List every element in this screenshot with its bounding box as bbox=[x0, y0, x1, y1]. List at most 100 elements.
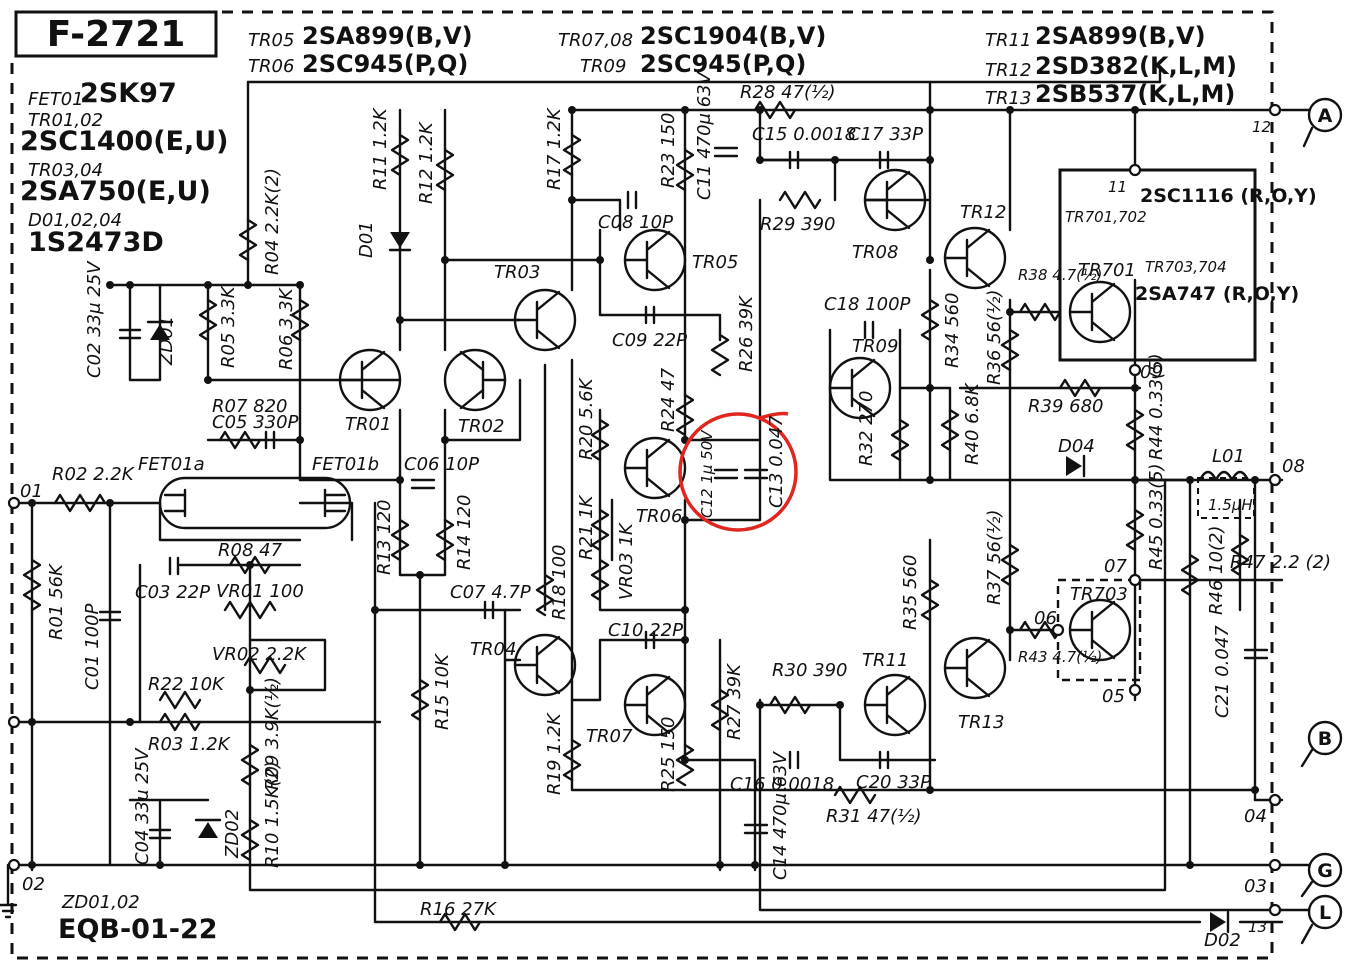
lbl-r18: R18 100 bbox=[549, 545, 570, 621]
pl-tr11-val: 2SA899(B,V) bbox=[1035, 22, 1206, 50]
lbl-r10: R10 1.5K(2) bbox=[262, 761, 283, 868]
c03-symbol bbox=[168, 556, 180, 576]
r18-symbol bbox=[535, 573, 555, 617]
r16-symbol bbox=[438, 912, 482, 932]
c02-symbol bbox=[118, 328, 142, 340]
r30-symbol bbox=[768, 695, 812, 715]
pl-tr0102-ref: TR01,02 bbox=[28, 110, 103, 131]
lbl-r25: R25 150 bbox=[658, 717, 679, 793]
lbl-r21: R21 1K bbox=[576, 494, 597, 560]
r10-symbol bbox=[240, 818, 260, 862]
c12-symbol bbox=[713, 468, 739, 480]
lbl-tr703: TR703 bbox=[1070, 584, 1128, 605]
r04-symbol bbox=[238, 218, 258, 262]
lbl-tr701: TR701 bbox=[1078, 260, 1136, 281]
fet01-symbol bbox=[158, 476, 352, 530]
lbl-c10: C10 22P bbox=[608, 620, 683, 641]
lbl-tr07: TR07 bbox=[586, 726, 633, 747]
lbl-zd01: ZD01 bbox=[156, 316, 177, 366]
lbl-tr11: TR11 bbox=[862, 650, 908, 671]
node-11: 11 bbox=[1108, 178, 1127, 196]
lbl-r35: R35 560 bbox=[900, 555, 921, 631]
r20-symbol bbox=[590, 418, 610, 462]
tr09-symbol bbox=[828, 356, 892, 420]
pl-d01-val: 1S2473D bbox=[28, 227, 164, 258]
lbl-r43: R43 4.7(½) bbox=[1018, 648, 1102, 666]
lbl-l01: L01 bbox=[1212, 446, 1245, 467]
tr03-symbol bbox=[513, 288, 577, 352]
pl-tr701702-val: 2SC1116 (R,O,Y) bbox=[1140, 185, 1317, 207]
tr701-box bbox=[1058, 168, 1257, 362]
lbl-c04: C04 33μ 25V bbox=[132, 747, 153, 865]
lbl-c14: C14 470μ 63V bbox=[770, 750, 791, 880]
lbl-r32: R32 270 bbox=[856, 391, 877, 467]
lbl-r12: R12 1.2K bbox=[416, 121, 437, 204]
part-list-texts: FET01 2SK97 TR01,02 2SC1400(E,U) TR03,04… bbox=[20, 22, 1317, 945]
c13-symbol bbox=[743, 468, 769, 480]
r38-symbol bbox=[1018, 302, 1062, 322]
tr13-symbol bbox=[943, 636, 1007, 700]
lbl-r16: R16 27K bbox=[420, 899, 497, 920]
lbl-r14: R14 120 bbox=[454, 495, 475, 571]
d01-symbol bbox=[388, 232, 412, 252]
lbl-c03: C03 22P bbox=[135, 582, 210, 603]
lbl-r37: R37 56(½) bbox=[984, 509, 1005, 605]
lbl-r23: R23 150 bbox=[658, 113, 679, 189]
vr02-symbol bbox=[243, 655, 287, 675]
tr701-symbol bbox=[1068, 280, 1132, 344]
pl-tr0304-ref: TR03,04 bbox=[28, 160, 103, 181]
r46-symbol bbox=[1180, 553, 1200, 597]
c10-symbol bbox=[644, 630, 656, 650]
pl-tr13-val: 2SB537(K,L,M) bbox=[1035, 80, 1235, 108]
pl-d01-ref: D01,02,04 bbox=[28, 210, 122, 231]
zd02-symbol bbox=[194, 818, 222, 838]
transistors bbox=[338, 168, 1257, 737]
lbl-d04: D04 bbox=[1058, 436, 1095, 457]
node-01: 01 bbox=[20, 481, 43, 502]
node-08: 08 bbox=[1282, 456, 1305, 477]
red-highlight-circle bbox=[678, 412, 798, 532]
c05-symbol bbox=[264, 430, 276, 450]
lbl-r46: R46 10(2) bbox=[1206, 525, 1227, 615]
lbl-r04: R04 2.2K(2) bbox=[262, 168, 283, 275]
lbl-r01: R01 56K bbox=[46, 563, 67, 640]
board-title: F-2721 bbox=[47, 14, 186, 55]
d02-symbol bbox=[1210, 910, 1230, 934]
lbl-tr12: TR12 bbox=[960, 202, 1006, 223]
r11-symbol bbox=[390, 133, 410, 177]
lbl-vr01: VR01 100 bbox=[216, 581, 304, 602]
lbl-r03: R03 1.2K bbox=[148, 734, 231, 755]
board-code: EQB-01-22 bbox=[58, 914, 218, 945]
lbl-tr08: TR08 bbox=[852, 242, 898, 263]
node-13: 13 bbox=[1248, 918, 1267, 936]
tr08-symbol bbox=[863, 168, 927, 232]
r39-symbol bbox=[1058, 378, 1102, 398]
resistors bbox=[22, 100, 1250, 932]
lbl-c20: C20 33P bbox=[856, 772, 931, 793]
r02-symbol bbox=[53, 493, 107, 513]
capacitors bbox=[98, 146, 1269, 840]
lbl-r47: R47 2.2 (2) bbox=[1230, 552, 1331, 573]
lbl-r17: R17 1.2K bbox=[544, 107, 565, 190]
c17-symbol bbox=[878, 150, 890, 170]
lbl-r19: R19 1.2K bbox=[544, 712, 565, 795]
pl-tr12-ref: TR12 bbox=[985, 60, 1031, 81]
lbl-c01: C01 100P bbox=[82, 603, 103, 690]
lbl-c08: C08 10P bbox=[598, 212, 673, 233]
lbl-zd02: ZD02 bbox=[222, 809, 243, 859]
svg-text:A: A bbox=[1318, 105, 1333, 127]
lbl-tr01: TR01 bbox=[345, 414, 391, 435]
pl-tr06-val: 2SC945(P,Q) bbox=[302, 50, 468, 78]
r13-symbol bbox=[390, 518, 410, 562]
lbl-vr03: VR03 1K bbox=[616, 522, 637, 600]
lbl-r02: R02 2.2K bbox=[52, 464, 135, 485]
tr12-symbol bbox=[943, 226, 1007, 290]
node-labels: 01 02 03 04 05 06 07 08 09 11 12 13 bbox=[20, 118, 1305, 936]
l01-symbol bbox=[1197, 470, 1255, 519]
pl-tr701702-ref: TR701,702 bbox=[1065, 208, 1147, 226]
tr04-symbol bbox=[513, 633, 577, 697]
svg-text:L: L bbox=[1319, 902, 1331, 924]
r36-symbol bbox=[1000, 328, 1020, 372]
vr01-symbol bbox=[223, 600, 277, 620]
